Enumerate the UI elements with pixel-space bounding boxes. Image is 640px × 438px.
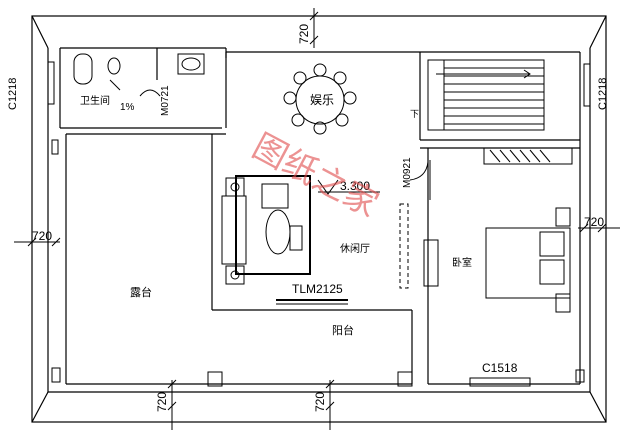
sofa-icon xyxy=(221,195,247,265)
terrace-label: 露台 xyxy=(130,285,152,299)
window-c1518-bottom xyxy=(469,377,531,387)
window-symbols xyxy=(47,61,591,387)
coffee-table-icon xyxy=(265,209,291,255)
dim-right: 720 xyxy=(584,215,604,229)
window-bottom-label: C1518 xyxy=(482,361,518,375)
staircase xyxy=(427,59,545,131)
bathroom-fixtures xyxy=(73,53,205,97)
dimension-lines xyxy=(14,8,620,430)
wardrobe xyxy=(483,147,573,165)
window-c1218-right xyxy=(583,63,591,107)
sliding-door-label: TLM2125 xyxy=(292,282,343,296)
washbasin-icon xyxy=(177,53,205,75)
dim-top: 720 xyxy=(297,24,311,44)
window-left-label: C1218 xyxy=(7,78,19,110)
toilet-icon xyxy=(73,53,93,85)
bed-icon xyxy=(485,207,571,313)
dim-bottom-left: 720 xyxy=(155,392,169,412)
bathroom-label: 卫生间 xyxy=(80,94,110,107)
entertainment-label: 娱乐 xyxy=(310,93,334,107)
elevation-label: 3.300 xyxy=(340,179,370,193)
stair-down-label: 下 xyxy=(410,110,419,120)
dim-left: 720 xyxy=(32,229,52,243)
window-right-label: C1218 xyxy=(597,78,609,110)
balcony-label: 阳台 xyxy=(332,323,354,337)
door-m0721-label: M0721 xyxy=(160,85,171,116)
lounge-furniture xyxy=(221,160,439,305)
bedroom-label: 卧室 xyxy=(452,256,472,269)
door-m0921-label: M0921 xyxy=(402,157,413,188)
lounge-label: 休闲厅 xyxy=(340,242,370,255)
slope-label: 1% xyxy=(120,102,135,113)
window-c1218-left xyxy=(47,61,55,105)
round-table xyxy=(283,63,357,135)
urinal-icon xyxy=(107,57,121,75)
walls xyxy=(31,15,607,423)
outer-wall xyxy=(31,15,607,423)
dim-bottom-right: 720 xyxy=(313,392,327,412)
